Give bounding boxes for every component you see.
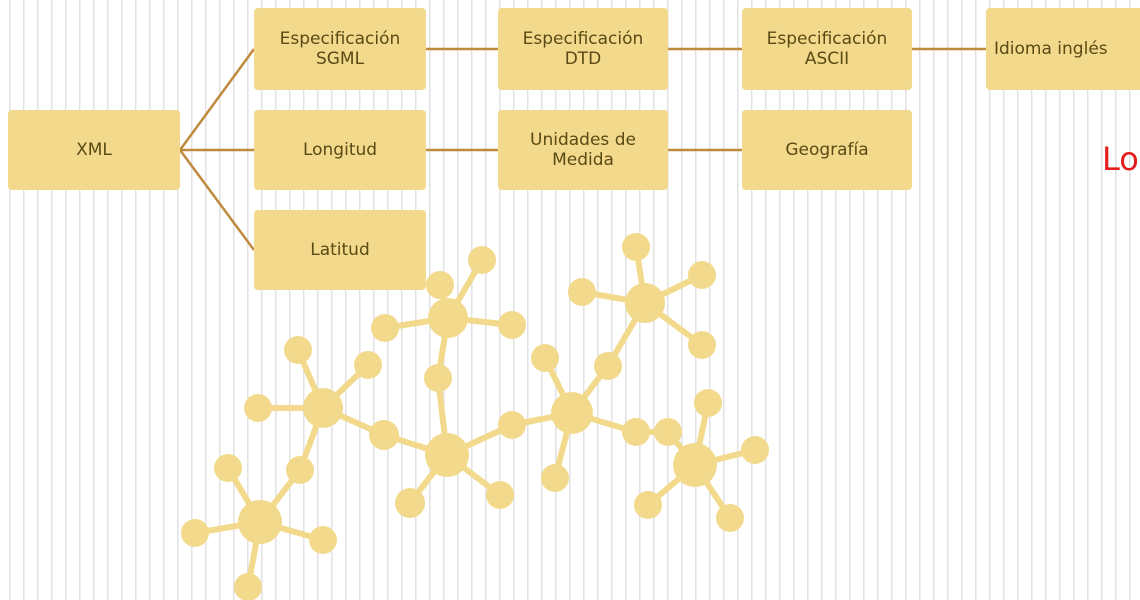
node-especificacion-sgml: Especificación SGML [254, 8, 426, 90]
molecule-atom [716, 504, 744, 532]
molecule-atom [673, 443, 717, 487]
molecule-atom [309, 526, 337, 554]
molecule-atom [531, 344, 559, 372]
node-xml-label-line-1: XML [76, 140, 112, 160]
node-unidades-de-medida: Unidades de Medida [498, 110, 668, 190]
molecule-atom [428, 298, 468, 338]
molecule-atom [369, 420, 399, 450]
molecule-atom [284, 336, 312, 364]
node-ascii-label-line-1: Especificación [766, 29, 888, 49]
molecule-atom [286, 456, 314, 484]
molecule-atom [425, 433, 469, 477]
molecule-atom [688, 261, 716, 289]
node-longitud: Longitud [254, 110, 426, 190]
molecule-atom [694, 389, 722, 417]
connector-xml-sgml [178, 48, 256, 151]
node-xml: XML [8, 110, 180, 190]
molecule-atom [244, 394, 272, 422]
node-unidades-label-line-2: Medida [552, 150, 614, 170]
molecule-atom [303, 388, 343, 428]
molecule-atom [468, 246, 496, 274]
node-longitud-label-line-1: Longitud [302, 140, 378, 160]
node-dtd-label-line-1: Especificación [522, 29, 644, 49]
node-idioma-ingles: Idioma inglés [986, 8, 1140, 90]
molecule-atom [214, 454, 242, 482]
molecule-atom [238, 500, 282, 544]
molecule-atom [498, 311, 526, 339]
node-sgml-label-line-2: SGML [315, 49, 365, 69]
partial-red-heading: Lo [1102, 140, 1139, 178]
molecule-atom [486, 481, 514, 509]
molecule-atom [634, 491, 662, 519]
node-geografia: Geografía [742, 110, 912, 190]
molecule-atom [688, 331, 716, 359]
node-especificacion-ascii: Especificación ASCII [742, 8, 912, 90]
molecule-atom [426, 271, 454, 299]
molecule-atom [371, 314, 399, 342]
molecule-atom [181, 519, 209, 547]
molecule-atom [622, 418, 650, 446]
molecule-atom [741, 436, 769, 464]
node-latitud: Latitud [254, 210, 426, 290]
node-ascii-label-line-2: ASCII [804, 49, 850, 69]
molecule-atom [568, 278, 596, 306]
molecule-atom [594, 352, 622, 380]
molecule-atom [622, 233, 650, 261]
node-geografia-label-line-1: Geografía [785, 140, 869, 160]
molecule-atom [395, 488, 425, 518]
molecule-atom [234, 573, 262, 600]
molecule-atom [354, 351, 382, 379]
molecule-atom [541, 464, 569, 492]
molecule-atom [498, 411, 526, 439]
node-sgml-label-line-1: Especificación [279, 29, 401, 49]
molecule-atom [625, 283, 665, 323]
connector-xml-latitud [178, 149, 256, 251]
molecule-atom [654, 418, 682, 446]
node-latitud-label-line-1: Latitud [310, 240, 370, 260]
node-dtd-label-line-2: DTD [564, 49, 602, 69]
node-especificacion-dtd: Especificación DTD [498, 8, 668, 90]
node-unidades-label-line-1: Unidades de [530, 130, 636, 150]
molecule-atom [551, 392, 593, 434]
molecule-atom [424, 364, 452, 392]
node-idioma-label-line-1: Idioma inglés [994, 39, 1108, 59]
